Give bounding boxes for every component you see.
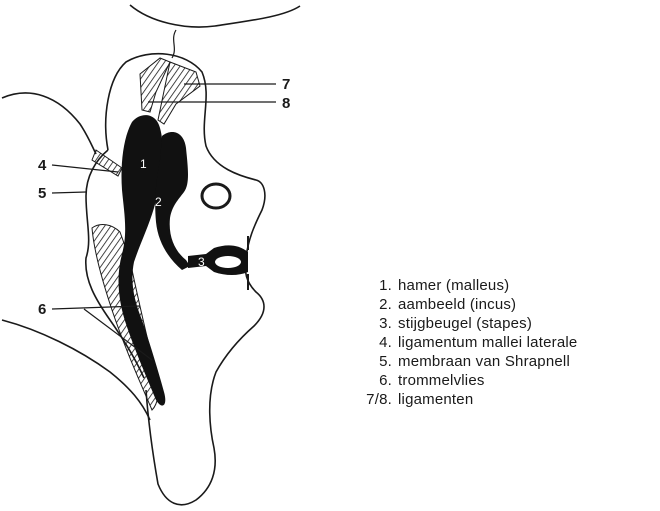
legend-number: 2. xyxy=(352,295,398,314)
legend-text: trommelvlies xyxy=(398,371,485,390)
ossicle-label-3: 3 xyxy=(198,255,205,269)
ossicle-label-2: 2 xyxy=(155,195,162,209)
ossicle-label-1: 1 xyxy=(140,157,147,171)
legend-item: 2.aambeeld (incus) xyxy=(352,295,577,314)
legend-number: 4. xyxy=(352,333,398,352)
legend-item: 7/8.ligamenten xyxy=(352,390,577,409)
legend-number: 3. xyxy=(352,314,398,333)
callout-6: 6 xyxy=(38,301,46,318)
stapes-foramen xyxy=(215,256,241,268)
legend-text: membraan van Shrapnell xyxy=(398,352,570,371)
attic-crack-line xyxy=(172,30,176,58)
legend-item: 1.hamer (malleus) xyxy=(352,276,577,295)
legend-text: stijgbeugel (stapes) xyxy=(398,314,532,333)
leader-line-5 xyxy=(52,192,86,193)
legend-text: ligamenten xyxy=(398,390,473,409)
legend-item: 6.trommelvlies xyxy=(352,371,577,390)
legend-number: 7/8. xyxy=(352,390,398,409)
callout-4: 4 xyxy=(38,157,47,174)
legend: 1.hamer (malleus) 2.aambeeld (incus) 3.s… xyxy=(352,276,577,409)
callout-5: 5 xyxy=(38,185,46,202)
callout-8: 8 xyxy=(282,95,290,112)
legend-number: 5. xyxy=(352,352,398,371)
legend-text: aambeeld (incus) xyxy=(398,295,516,314)
legend-text: hamer (malleus) xyxy=(398,276,509,295)
legend-item: 3.stijgbeugel (stapes) xyxy=(352,314,577,333)
legend-number: 6. xyxy=(352,371,398,390)
round-window xyxy=(202,184,230,208)
callout-7: 7 xyxy=(282,76,290,93)
legend-item: 5.membraan van Shrapnell xyxy=(352,352,577,371)
legend-item: 4.ligamentum mallei laterale xyxy=(352,333,577,352)
upper-bone-outline xyxy=(130,5,300,27)
left-canal-wall-upper xyxy=(2,93,96,154)
legend-text: ligamentum mallei laterale xyxy=(398,333,577,352)
legend-number: 1. xyxy=(352,276,398,295)
